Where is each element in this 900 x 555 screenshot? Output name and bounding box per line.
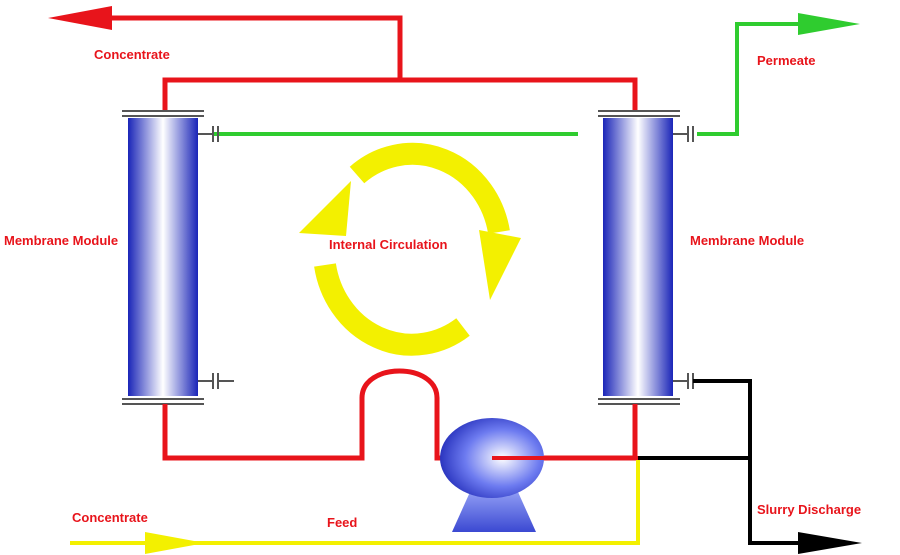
pump-icon [440,418,638,532]
circulation-arrow-icon [299,142,521,356]
internal-loop-line [162,368,638,461]
concentrate-line-top [110,15,638,112]
membrane-module-right [598,110,694,405]
concentrate-top-label: Concentrate [94,47,170,62]
permeate-label: Permeate [757,53,816,68]
slurry-discharge-line [638,379,800,545]
membrane-module-left [122,110,234,405]
concentrate-arrow-icon [48,6,112,30]
concentrate-bottom-label: Concentrate [72,510,148,525]
permeate-line [213,22,800,136]
membrane-module-left-label: Membrane Module [4,233,119,248]
feed-line [70,458,640,545]
membrane-module-right-label: Membrane Module [690,233,805,248]
permeate-arrow-icon [798,13,860,35]
slurry-discharge-label: Slurry Discharge [757,502,862,517]
feed-arrow-icon [145,532,205,554]
slurry-discharge-arrow-icon [798,532,862,554]
feed-label: Feed [327,515,358,530]
internal-circulation-label: Internal Circulation [329,237,448,252]
